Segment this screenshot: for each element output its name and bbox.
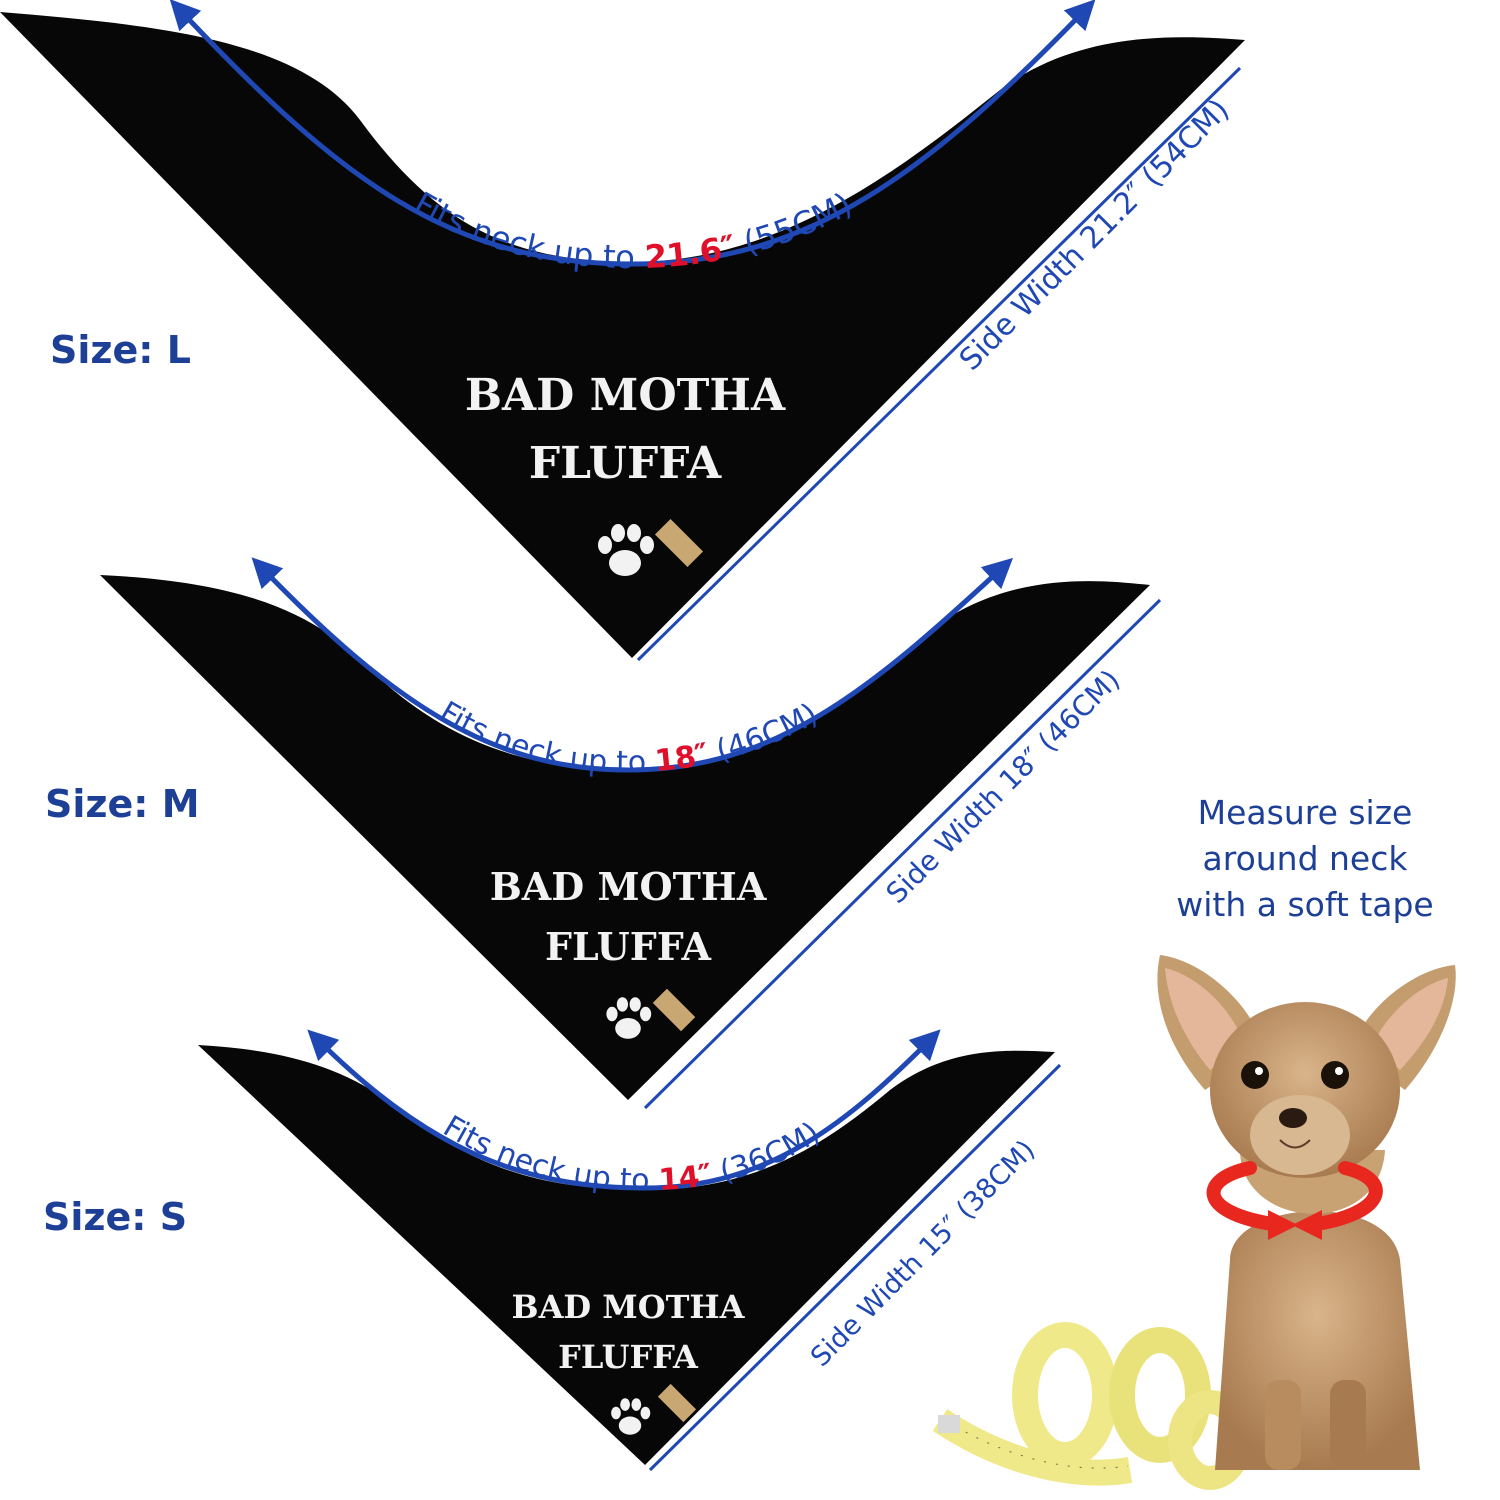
brand-tag-icon xyxy=(654,518,704,568)
bandana-medium-fabric xyxy=(100,575,1150,1100)
brand-tag-icon xyxy=(652,988,696,1032)
size-label-large: Size: L xyxy=(50,328,191,372)
paw-print-icon xyxy=(611,1398,651,1435)
measuring-tape-photo xyxy=(932,1322,1252,1490)
bandana-small-print-line2: FLUFFA xyxy=(558,1338,699,1376)
bandana-small-side-line xyxy=(648,1063,1062,1472)
bandana-small-fabric xyxy=(198,1045,1055,1465)
bandana-medium-print-line1: BAD MOTHA xyxy=(490,864,767,909)
bandana-large-print-line1: BAD MOTHA xyxy=(465,370,786,421)
measure-instructions-line3: with a soft tape xyxy=(1176,885,1434,924)
rotate-around-neck-icon xyxy=(1206,1161,1383,1240)
measure-instructions-line2: around neck xyxy=(1202,839,1408,878)
brand-tag-icon xyxy=(657,1383,697,1423)
bandana-small-neck-arrow xyxy=(307,1029,941,1191)
bandana-medium-print-line2: FLUFFA xyxy=(545,924,711,969)
size-label-medium: Size: M xyxy=(45,782,200,826)
measure-instructions: Measure size around neck with a soft tap… xyxy=(1140,790,1470,928)
bandana-large-fabric xyxy=(0,12,1245,658)
bandana-large-print-line2: FLUFFA xyxy=(529,438,722,489)
bandana-small: Fits neck up to 14″ (36CM) Side Width 15… xyxy=(198,1029,1062,1472)
bandana-large-neck-arrow xyxy=(169,0,1096,267)
measure-instructions-line1: Measure size xyxy=(1197,793,1413,832)
size-label-small: Size: S xyxy=(43,1195,188,1239)
bandana-medium-neck-arrow xyxy=(251,557,1014,773)
bandana-medium-side-line xyxy=(643,598,1162,1110)
bandana-small-print-line1: BAD MOTHA xyxy=(512,1288,746,1326)
